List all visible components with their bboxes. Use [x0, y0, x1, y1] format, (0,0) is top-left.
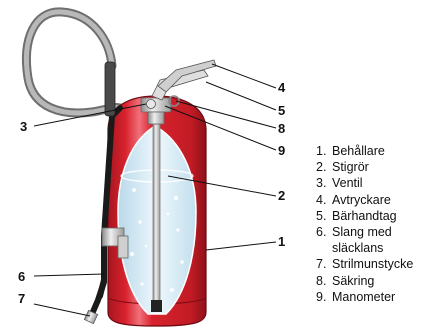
legend-number: 6.: [316, 224, 332, 240]
legend-number: 8.: [316, 273, 332, 289]
legend-item: 8.Säkring: [316, 273, 413, 289]
dip-tube: [153, 124, 160, 310]
callout-2: 2: [278, 188, 285, 203]
parts-legend: 1.Behållare 2.Stigrör 3.Ventil 4.Avtryck…: [316, 143, 413, 305]
legend-item: 2.Stigrör: [316, 159, 413, 175]
callout-9: 9: [278, 143, 285, 158]
legend-label: Manometer: [332, 289, 395, 305]
legend-number: 7.: [316, 256, 332, 272]
callout-4: 4: [278, 80, 286, 95]
legend-number: 1.: [316, 143, 332, 159]
legend-label: Ventil: [332, 175, 363, 191]
legend-item: 6.Slang med: [316, 224, 413, 240]
callout-5: 5: [278, 103, 285, 118]
legend-label: Behållare: [332, 143, 385, 159]
legend-number: 9.: [316, 289, 332, 305]
legend-number: 3.: [316, 175, 332, 191]
legend-label: Avtryckare: [332, 192, 391, 208]
legend-label: Säkring: [332, 273, 374, 289]
legend-label: Strilmunstycke: [332, 256, 413, 272]
callout-8: 8: [278, 121, 285, 136]
legend-label: Stigrör: [332, 159, 369, 175]
legend-number: 4.: [316, 192, 332, 208]
spray-nozzle: [84, 282, 104, 324]
legend-item: 7.Strilmunstycke: [316, 256, 413, 272]
legend-number: 2.: [316, 159, 332, 175]
legend-item: 4.Avtryckare: [316, 192, 413, 208]
legend-item: 3.Ventil: [316, 175, 413, 191]
legend-item-continuation: släcklans: [316, 240, 413, 256]
callout-7: 7: [18, 291, 25, 306]
legend-item: 1.Behållare: [316, 143, 413, 159]
legend-item: 9.Manometer: [316, 289, 413, 305]
callout-6: 6: [18, 269, 25, 284]
callout-3: 3: [20, 119, 27, 134]
legend-label-continuation: släcklans: [332, 240, 383, 256]
legend-label: Slang med: [332, 224, 392, 240]
legend-number: 5.: [316, 208, 332, 224]
legend-item: 5.Bärhandtag: [316, 208, 413, 224]
legend-label: Bärhandtag: [332, 208, 397, 224]
callout-1: 1: [278, 234, 285, 249]
